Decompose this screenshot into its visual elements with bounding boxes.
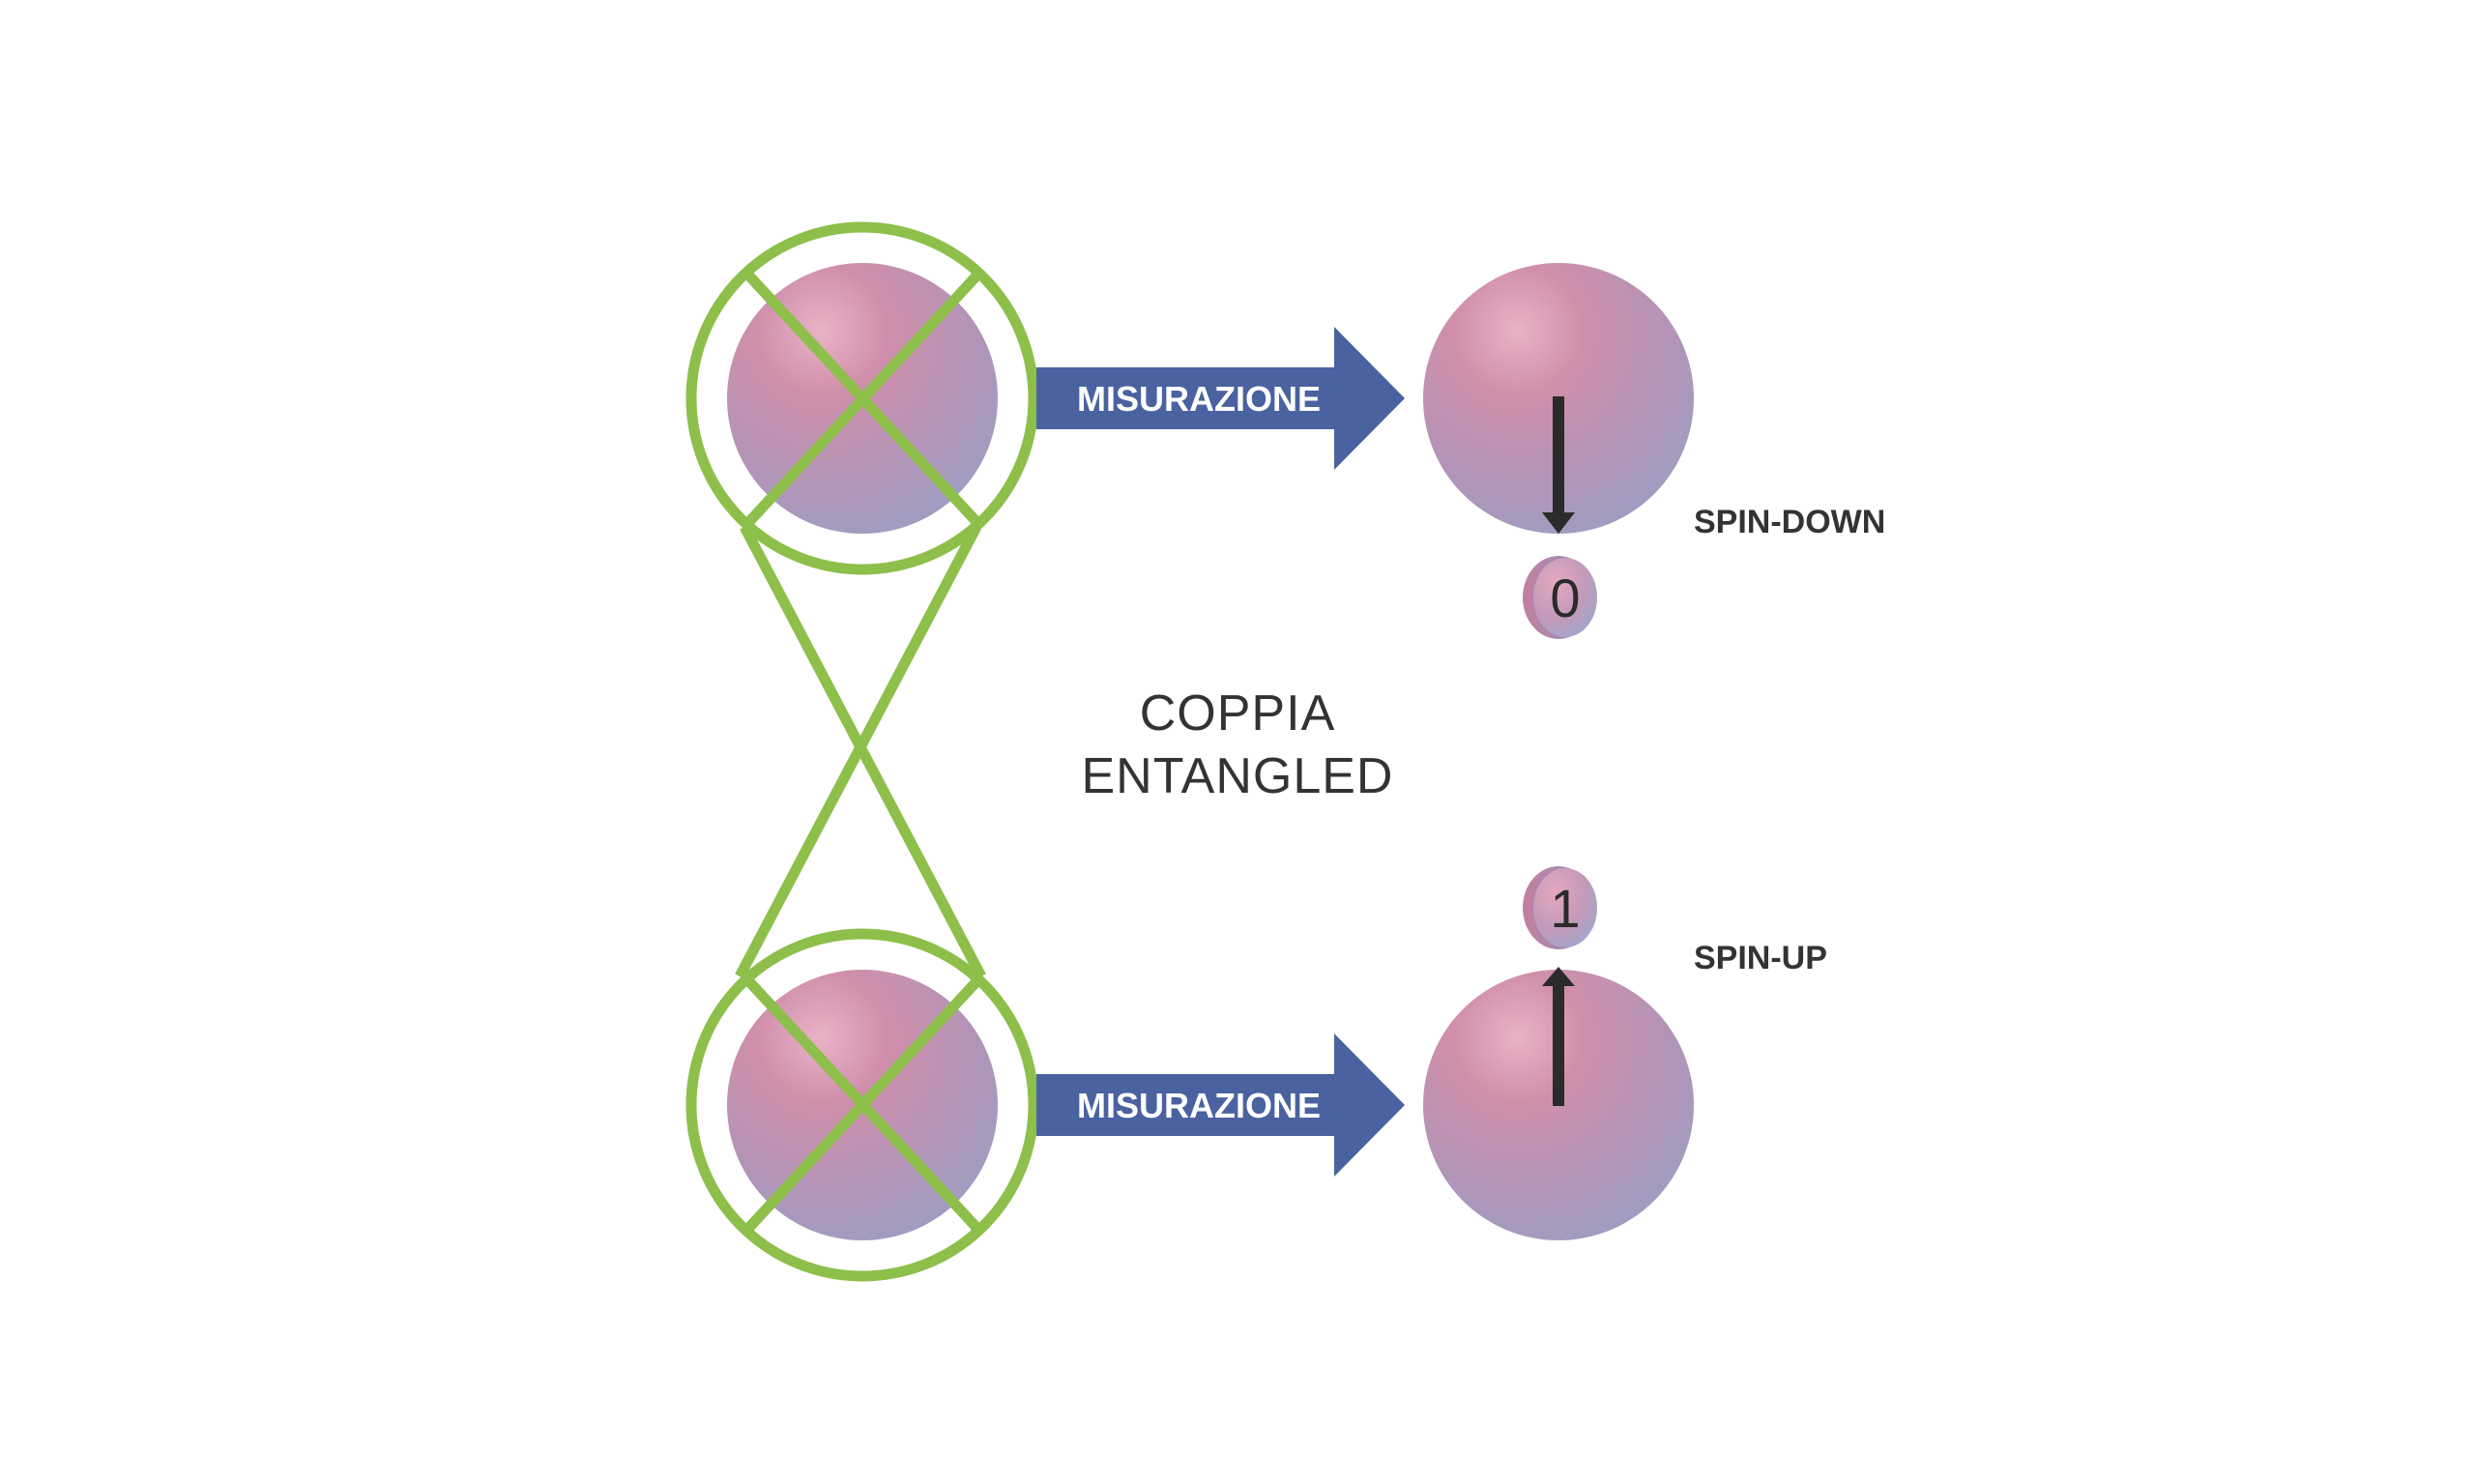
center-label-line1: COPPIA <box>1140 685 1336 742</box>
center-label-line2: ENTANGLED <box>1082 748 1394 804</box>
top-spin-label: SPIN-DOWN <box>1694 504 1885 540</box>
bottom-measurement-arrow: MISURAZIONE <box>1036 1033 1405 1177</box>
bit-chip-zero: 0 <box>1523 556 1597 639</box>
top-right-particle: SPIN-DOWN <box>1423 263 1885 540</box>
spin-down-arrow-icon <box>1542 396 1575 534</box>
top-left-ring <box>685 221 1039 575</box>
entangle-line-right-down <box>735 524 981 979</box>
bottom-arrow-label: MISURAZIONE <box>1077 1086 1321 1125</box>
bottom-left-cross-b <box>740 973 986 1237</box>
bottom-spin-label: SPIN-UP <box>1694 940 1827 976</box>
entanglement-link <box>735 524 986 979</box>
top-arrow-label: MISURAZIONE <box>1077 379 1321 419</box>
top-left-cross-b <box>740 267 986 531</box>
bottom-right-particle: SPIN-UP <box>1423 940 1827 1240</box>
top-arrow-shape <box>1036 327 1405 470</box>
top-left-particle <box>685 221 1039 575</box>
bottom-arrow-shape <box>1036 1033 1405 1177</box>
top-measurement-arrow: MISURAZIONE <box>1036 327 1405 470</box>
center-label: COPPIA ENTANGLED <box>1082 685 1394 804</box>
bit-zero-label: 0 <box>1550 567 1580 628</box>
bit-chip-one: 1 <box>1523 866 1597 949</box>
spin-up-arrow-icon <box>1542 967 1575 1106</box>
bottom-left-ring <box>685 928 1039 1282</box>
bottom-left-particle <box>685 928 1039 1282</box>
bit-one-label: 1 <box>1550 878 1580 939</box>
